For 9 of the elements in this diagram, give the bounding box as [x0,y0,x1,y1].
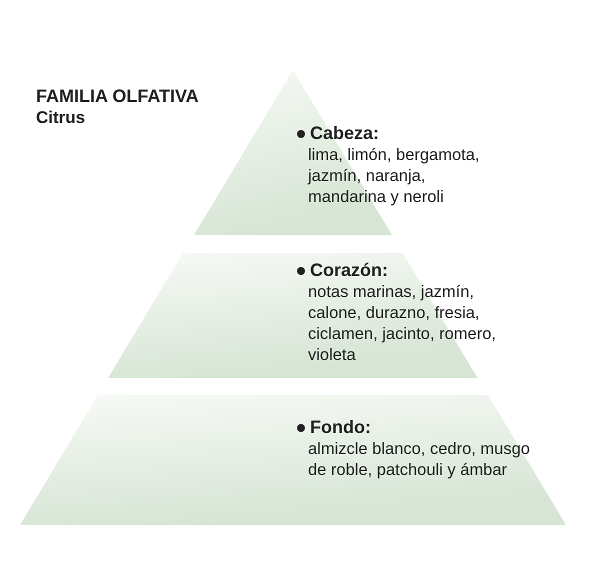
subtitle: Citrus [36,108,86,128]
title: FAMILIA OLFATIVA [36,86,199,107]
tier-heading: Cabeza: [310,122,380,144]
notes-text: lima, limón, bergamota, jazmín, naranja, mandarina y neroli [308,145,480,208]
notes-text: notas marinas, jazmín, calone, durazno, fresia, ciclamen, jacinto, romero, violeta [308,282,497,366]
notes-text: almizcle blanco, cedro, musgo de roble, patchouli y ámbar [308,439,531,481]
tier-heading: Corazón: [310,259,388,281]
pyramid-tier [20,395,566,525]
tier-heading: Fondo: [310,416,371,438]
